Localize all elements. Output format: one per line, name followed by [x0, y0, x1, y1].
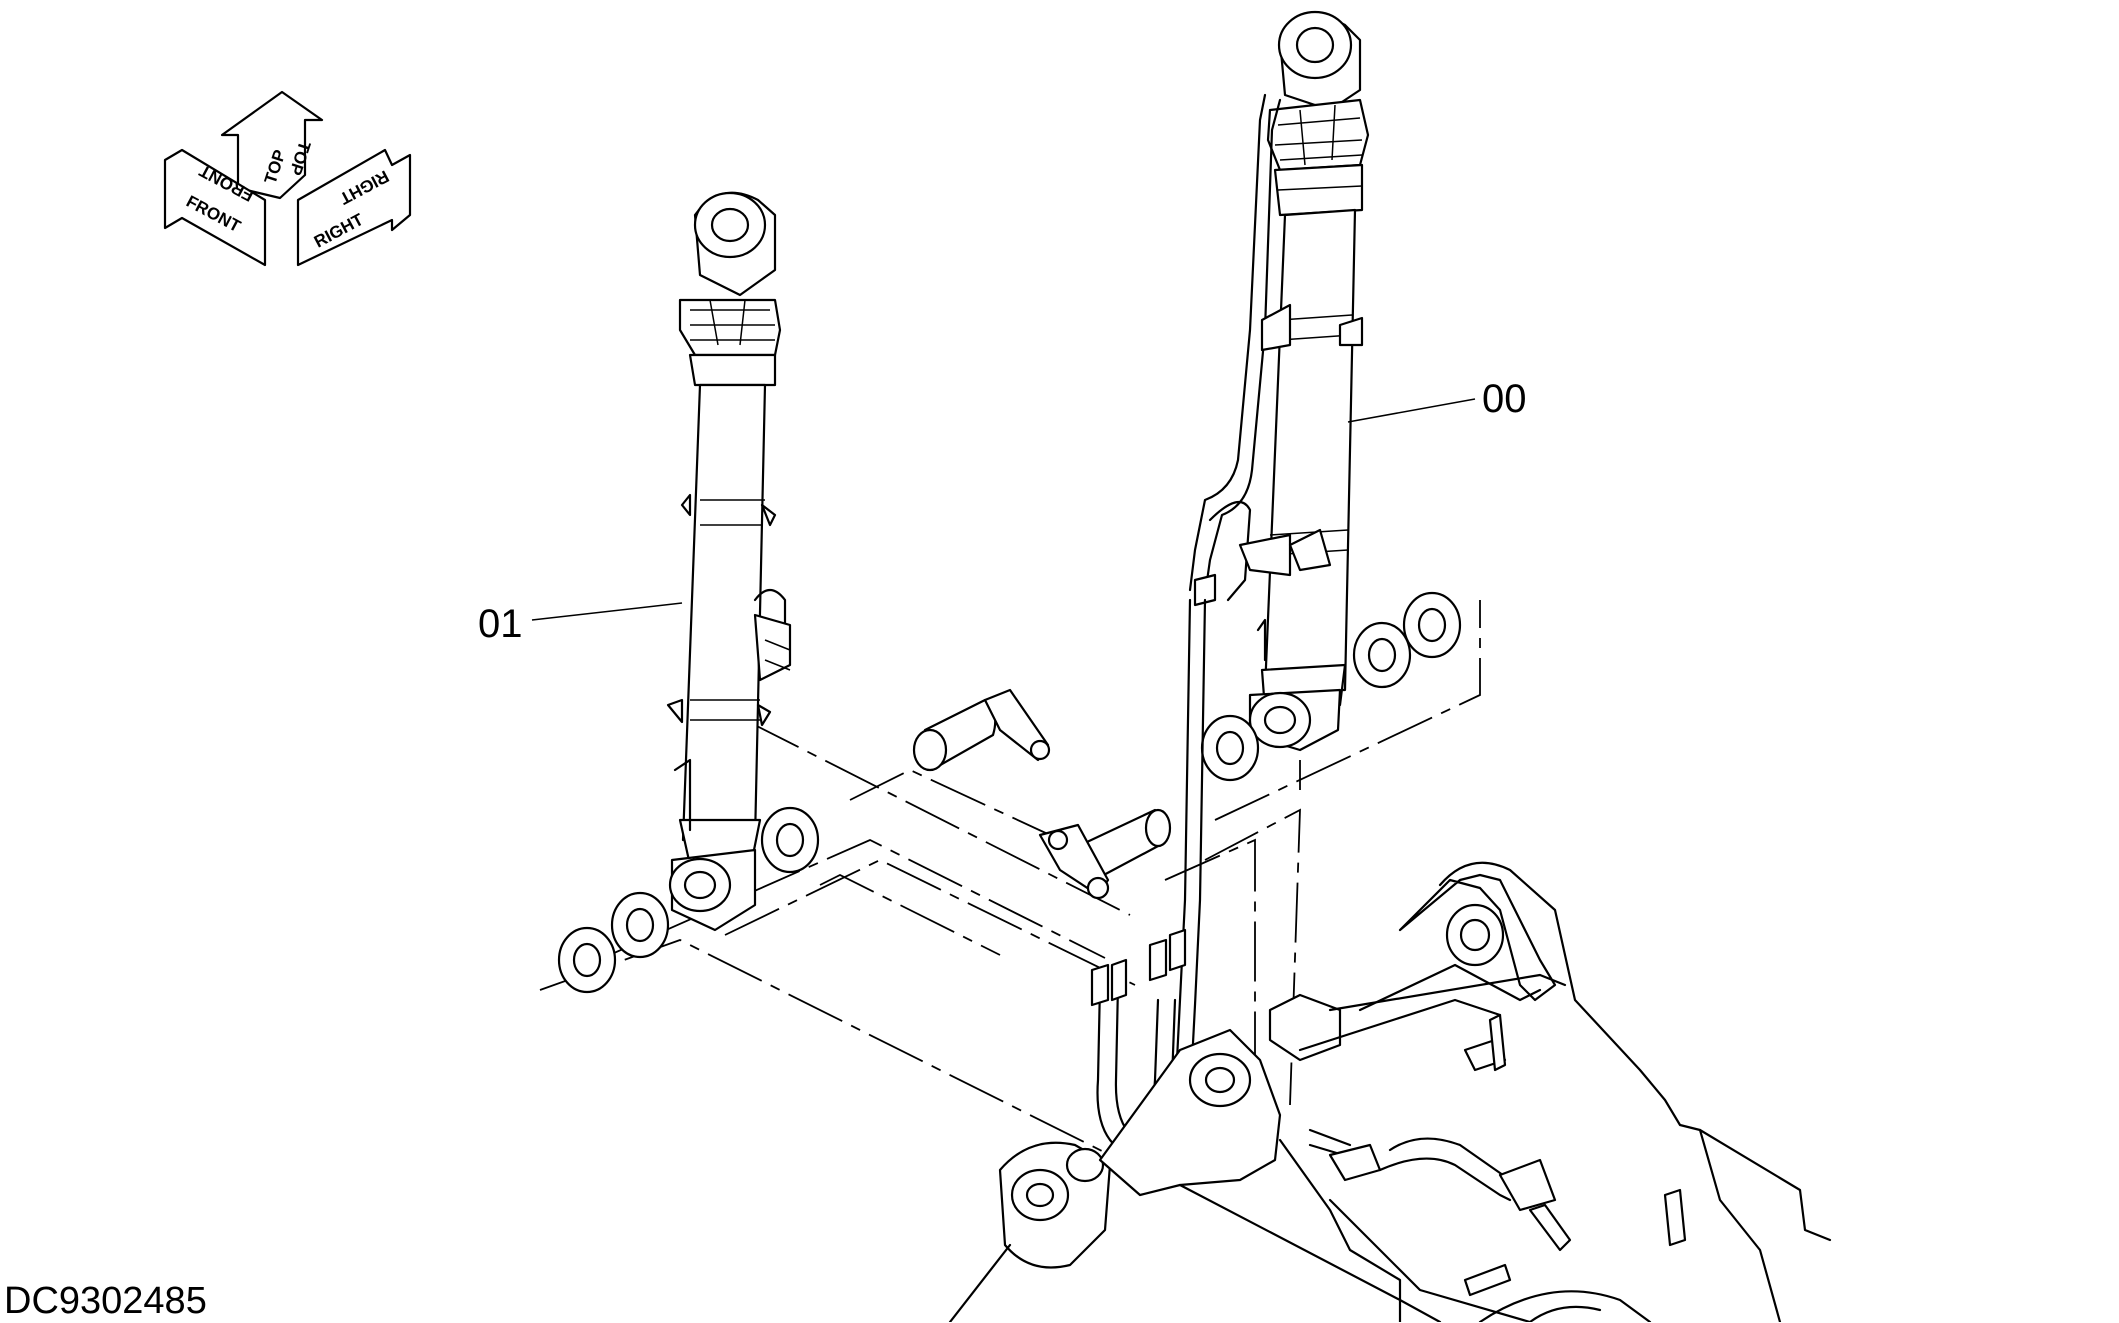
part-label-01: 01 — [478, 602, 523, 646]
part-label-00: 00 — [1482, 377, 1527, 421]
leader-line-00 — [1347, 398, 1476, 423]
washers-cylinder-01 — [557, 806, 820, 994]
pin-upper — [912, 688, 1051, 772]
pin-lower — [1038, 808, 1172, 900]
washers-cylinder-00 — [1200, 591, 1462, 782]
leader-line-01 — [531, 602, 683, 621]
orientation-indicator: FRONT FRONT TOP TOP RIGHT RIGHT — [163, 90, 412, 267]
drawing-number: DC9302485 — [4, 1280, 207, 1322]
boom-cylinder-00 — [1188, 10, 1370, 752]
upper-frame — [948, 861, 1832, 1322]
boom-cylinder-01 — [666, 191, 792, 932]
